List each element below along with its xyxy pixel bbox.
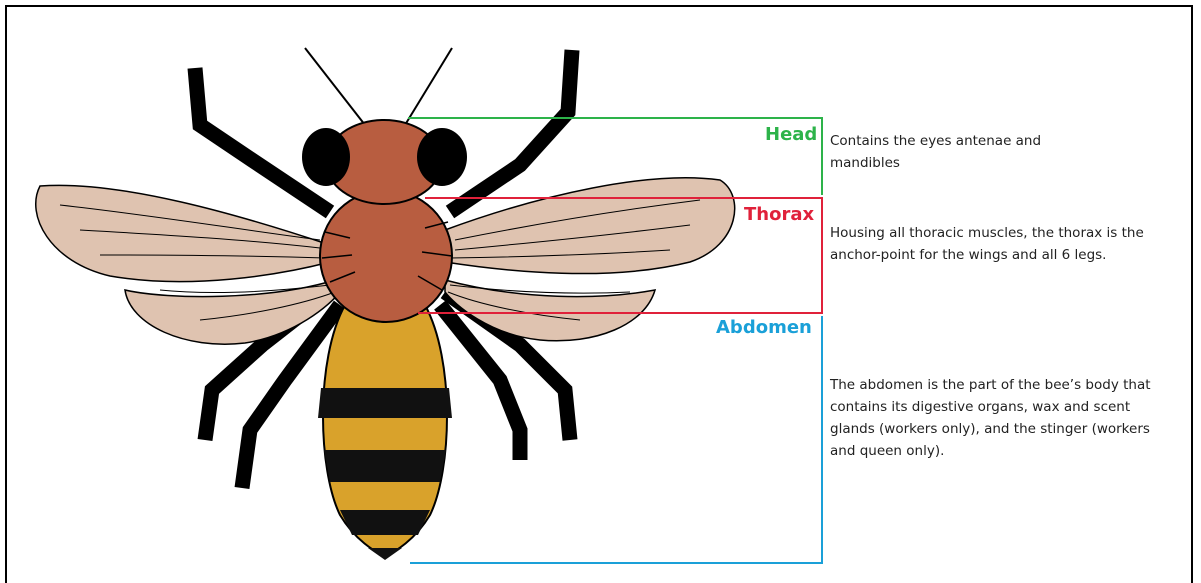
thorax-label: Thorax [744,205,814,225]
wing-left-back [125,280,340,344]
antenna-left [305,48,365,125]
abdomen [318,305,452,560]
stinger-tip [368,548,402,560]
abdomen-description: The abdomen is the part of the bee’s bod… [830,374,1160,462]
thorax-description: Housing all thoracic muscles, the thorax… [830,222,1190,266]
eye-right [417,128,467,186]
head-description: Contains the eyes antenae and mandibles [830,130,1070,174]
abdomen-label: Abdomen [716,318,812,338]
head-label: Head [765,125,817,145]
abdomen-stripe-3 [340,510,430,535]
wing-left-front [36,185,330,281]
leg-front-right [450,50,572,212]
abdomen-stripe-1 [318,388,452,418]
abdomen-stripe-2 [324,450,446,482]
wing-right-back [445,280,655,341]
antenna-right [405,48,452,125]
eye-left [302,128,350,186]
